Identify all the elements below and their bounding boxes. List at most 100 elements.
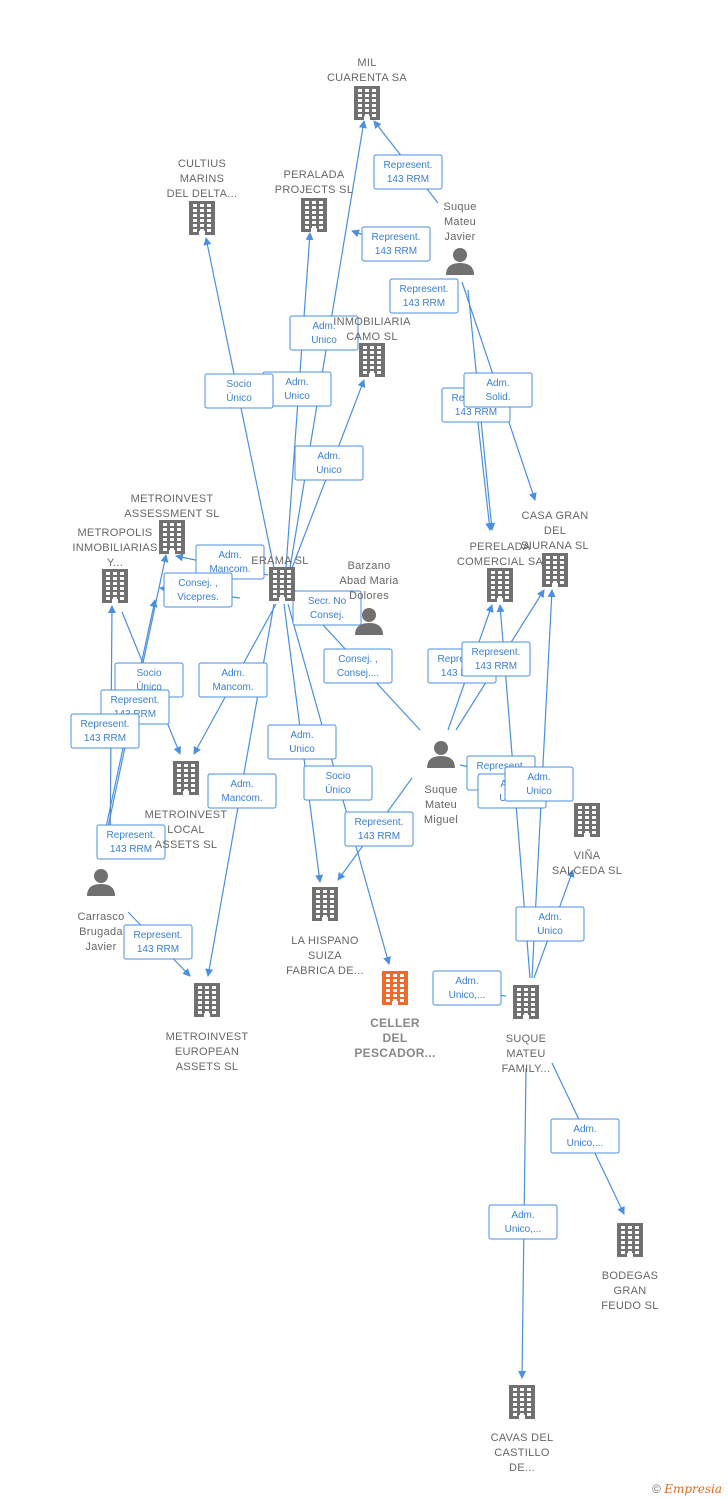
relation-label[interactable]: Represent.143 RRM xyxy=(344,811,414,847)
node-label-line: MATEU xyxy=(506,1048,545,1060)
node-label-line: Javier xyxy=(85,941,116,953)
node-label-line: PERALADA xyxy=(283,169,344,181)
relation-label[interactable]: Adm.Mancom. xyxy=(198,662,268,698)
relation-label-box xyxy=(488,1204,558,1240)
node-label-line: CAVAS DEL xyxy=(491,1432,554,1444)
node-label-line: Dolores xyxy=(349,590,389,602)
relation-label[interactable]: Represent. 143 RRM xyxy=(373,154,443,190)
relation-label-text: Unico,... xyxy=(567,1138,604,1149)
relation-label-text: 143 RRM xyxy=(375,246,417,257)
relation-label[interactable]: Adm.Unico,... xyxy=(550,1118,620,1154)
node-label-line: DEL xyxy=(383,1031,408,1045)
relation-label-text: Socio xyxy=(226,379,251,390)
relation-label-text: Único xyxy=(226,391,252,404)
node-label-line: METROINVEST xyxy=(166,1031,249,1043)
relation-label-text: Vicepres. xyxy=(177,592,219,603)
node-label-line: Carrasco xyxy=(77,911,124,923)
relation-label-box xyxy=(303,765,373,801)
relation-label-text: Adm. xyxy=(218,550,241,561)
relation-label-text: Represent. xyxy=(472,647,521,658)
relation-label-box xyxy=(163,572,233,608)
relation-label-text: Consej. , xyxy=(338,654,377,665)
node-label-line: ERAMA SL xyxy=(251,555,308,567)
relation-label[interactable]: Adm. Solid. xyxy=(463,372,533,408)
node-label-line: CAMO SL xyxy=(346,331,398,343)
relation-label[interactable]: Represent.143 RRM xyxy=(70,713,140,749)
relation-label[interactable]: Represent.143 RRM xyxy=(361,226,431,262)
node-label-line: Miguel xyxy=(424,814,458,826)
relation-label[interactable]: Adm.Unico xyxy=(267,724,337,760)
building-icon xyxy=(102,569,128,603)
node-label-line: METROPOLIS xyxy=(77,527,152,539)
relation-label-text: 143 RRM xyxy=(387,174,429,185)
relation-label[interactable]: Adm.Unico,... xyxy=(432,970,502,1006)
node-suque-family[interactable]: SUQUEMATEUFAMILY... xyxy=(502,985,551,1075)
relation-label-box xyxy=(344,811,414,847)
relation-label[interactable]: Adm.Unico xyxy=(289,315,359,351)
node-label-line: Barzano xyxy=(347,560,390,572)
building-icon xyxy=(173,761,199,795)
footer-credit: © Empresia xyxy=(652,1482,722,1496)
relation-label-text: Adm. xyxy=(230,779,253,790)
relation-label[interactable]: Represent.143 RRM xyxy=(123,924,193,960)
relation-label[interactable]: Adm.Unico xyxy=(504,766,574,802)
node-label-line: CUARENTA SA xyxy=(327,72,407,84)
node-erama[interactable]: ERAMA SL xyxy=(251,555,308,601)
relation-label[interactable]: Adm.Unico xyxy=(515,906,585,942)
person-icon xyxy=(446,248,474,275)
relation-label[interactable]: Adm.Unico,... xyxy=(488,1204,558,1240)
relation-label-box xyxy=(515,906,585,942)
relation-label-text: Solid. xyxy=(485,392,510,403)
node-label-line: PESCADOR... xyxy=(354,1046,435,1060)
relation-label-text: Secr. No xyxy=(308,596,347,607)
relation-label[interactable]: Represent.143 RRM xyxy=(389,278,459,314)
relation-label[interactable]: Adm.Mancom. xyxy=(207,773,277,809)
node-celler[interactable]: CELLERDELPESCADOR... xyxy=(354,971,435,1060)
relation-label-text: Unico xyxy=(526,786,552,797)
relation-label-text: Adm. xyxy=(486,378,509,389)
node-label-line: GRAN xyxy=(614,1285,647,1297)
relation-label[interactable]: Represent.143 RRM xyxy=(96,824,166,860)
node-cavas[interactable]: CAVAS DELCASTILLODE... xyxy=(491,1385,554,1474)
relation-label[interactable]: Adm.Unico xyxy=(294,445,364,481)
brand-name: Empresia xyxy=(664,1482,722,1496)
node-metropolis[interactable]: METROPOLISINMOBILIARIASY... xyxy=(72,527,157,603)
relation-label[interactable]: Represent.143 RRM xyxy=(461,641,531,677)
node-label-line: CASA GRAN xyxy=(522,510,589,522)
copyright-symbol: © xyxy=(652,1482,661,1496)
relation-label-text: Represent. xyxy=(477,761,526,772)
relation-label-text: Adm. xyxy=(317,451,340,462)
relation-label[interactable]: Consej. ,Vicepres. xyxy=(163,572,233,608)
building-icon xyxy=(359,343,385,377)
relation-label-text: Unico xyxy=(289,744,315,755)
relation-label-text: Represent. xyxy=(384,160,433,171)
node-label-line: Abad Maria xyxy=(339,575,399,587)
node-label-line: EUROPEAN xyxy=(175,1046,239,1058)
relation-label[interactable]: Consej. ,Consej.... xyxy=(323,648,393,684)
building-icon xyxy=(617,1223,643,1257)
relation-label-box xyxy=(389,278,459,314)
relation-label-text: Socio xyxy=(136,668,161,679)
relation-label-text: Unico,... xyxy=(505,1224,542,1235)
relation-label-box xyxy=(373,154,443,190)
node-label-line: DEL xyxy=(544,525,566,537)
